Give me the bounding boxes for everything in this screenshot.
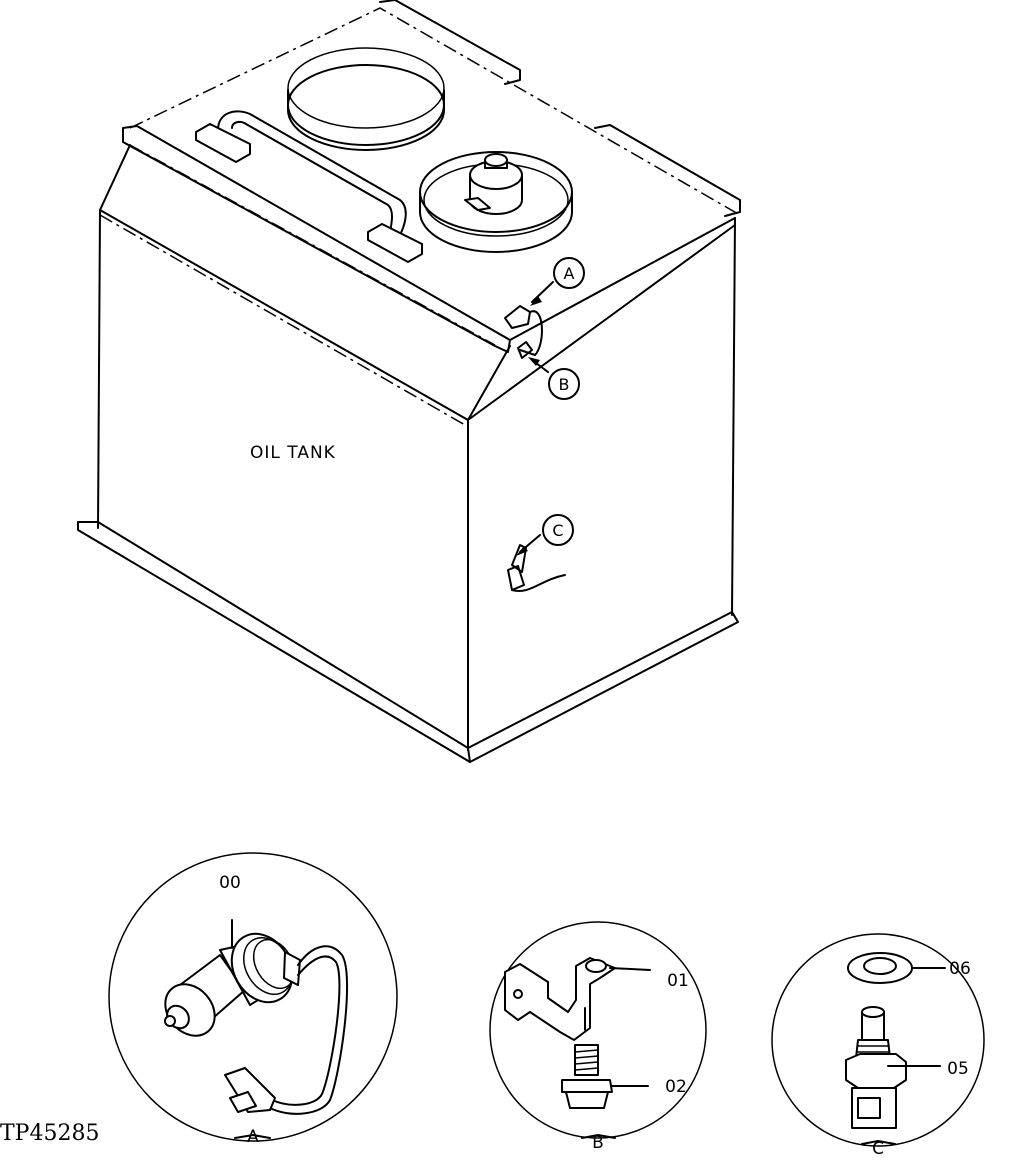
detail-a-title: A [247, 1127, 259, 1147]
callout-a: A [553, 257, 585, 289]
callout-c: C [542, 514, 574, 546]
detail-b-part-01: 01 [667, 971, 689, 991]
callout-b: B [548, 368, 580, 400]
detail-b-part-02: 02 [665, 1077, 687, 1097]
callout-b-label: B [559, 375, 570, 394]
detail-c: 06 05 C [771, 933, 985, 1158]
callout-leaders [516, 281, 554, 556]
detail-c-part-06: 06 [949, 959, 971, 979]
detail-a: 00 A [108, 852, 398, 1147]
tank-label: OIL TANK [250, 443, 336, 463]
callout-c-label: C [552, 521, 563, 540]
detail-b-title: B [592, 1133, 604, 1153]
figure-id: TP45285 [0, 1121, 99, 1146]
detail-c-title: C [872, 1139, 884, 1158]
detail-a-part-00: 00 [219, 873, 241, 893]
detail-b: 01 02 B [489, 921, 707, 1153]
callout-a-label: A [564, 264, 575, 283]
detail-c-part-05: 05 [947, 1059, 969, 1079]
oil-tank [77, 0, 741, 763]
